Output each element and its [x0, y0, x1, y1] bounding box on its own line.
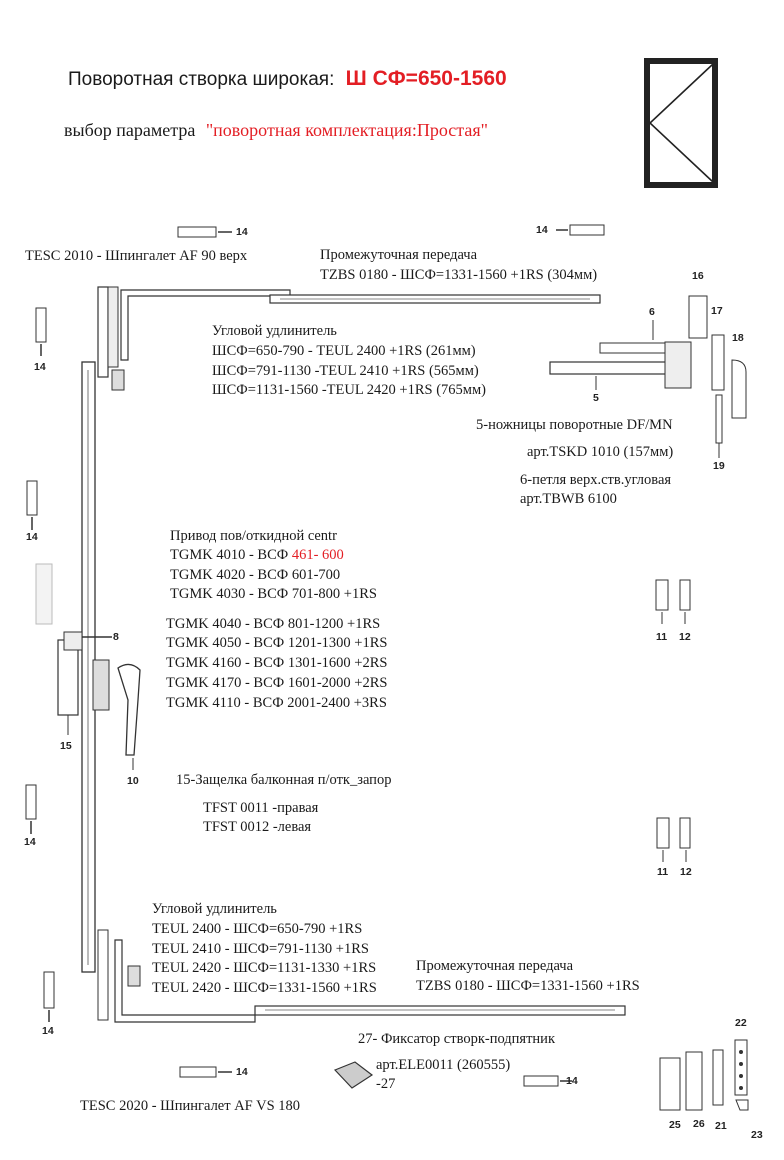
label-corner-2: ШСФ=791-1130 -TEUL 2410 +1RS (565мм)	[212, 363, 479, 379]
part-number-10: 10	[127, 775, 139, 787]
part-number-14: 14	[236, 226, 248, 238]
part-number-14: 14	[24, 836, 36, 848]
sash-fixer	[333, 1061, 374, 1089]
part-number-11: 11	[657, 866, 669, 878]
label-bcorner-1: TEUL 2400 - ШСФ=650-790 +1RS	[152, 921, 363, 937]
drive-1-value: 461- 600	[291, 547, 344, 563]
label-bcorner-3: TEUL 2420 - ШСФ=1131-1330 +1RS	[152, 960, 377, 976]
label-drive-2: TGMK 4020 - ВСФ 601-700	[170, 567, 341, 583]
label-scissors-art: арт.TSKD 1010 (157мм)	[527, 444, 674, 460]
label-drive-title: Привод пов/откидной centr	[170, 528, 337, 544]
label-drive-4: TGMK 4040 - ВСФ 801-1200 +1RS	[166, 616, 381, 632]
label-bcorner-title: Угловой удлинитель	[152, 901, 277, 917]
part-number-26: 26	[693, 1118, 705, 1130]
part-number-14: 14	[536, 224, 548, 236]
title-value: Ш СФ=650-1560	[345, 67, 507, 90]
part-number-14: 14	[236, 1066, 248, 1078]
param-prefix: выбор параметра	[64, 120, 196, 140]
part-number-23: 23	[751, 1129, 763, 1141]
label-fixer-title: 27- Фиксатор створк-подпятник	[358, 1031, 555, 1047]
label-hinge-art: арт.TBWB 6100	[520, 491, 617, 507]
main-rail	[81, 361, 96, 973]
part-number-14: 14	[26, 531, 38, 543]
label-drive-1: TGMK 4010 - ВСФ 461- 600	[170, 546, 344, 564]
label-latch-right: TFST 0011 -правая	[203, 800, 319, 816]
param-value: "поворотная комплектация:Простая"	[205, 120, 488, 140]
part-number-14: 14	[566, 1075, 578, 1087]
label-drive-5: TGMK 4050 - ВСФ 1201-1300 +1RS	[166, 635, 388, 651]
label-bcorner-2: TEUL 2410 - ШСФ=791-1130 +1RS	[152, 941, 369, 957]
param-line: выбор параметра "поворотная комплектация…	[64, 118, 488, 142]
part-number-16: 16	[692, 270, 704, 282]
label-inter-title: Промежуточная передача	[320, 247, 478, 263]
part-number-19: 19	[713, 460, 725, 472]
part-number-5: 5	[593, 392, 599, 404]
part-number-12: 12	[680, 866, 692, 878]
part-number-17: 17	[711, 305, 723, 317]
label-bcorner-4: TEUL 2420 - ШСФ=1331-1560 +1RS	[152, 980, 377, 996]
part-number-8: 8	[113, 631, 119, 643]
label-corner-3: ШСФ=1131-1560 -TEUL 2420 +1RS (765мм)	[212, 382, 486, 398]
part-number-18: 18	[732, 332, 744, 344]
title-prefix: Поворотная створка широкая:	[68, 69, 335, 90]
label-drive-3: TGMK 4030 - ВСФ 701-800 +1RS	[170, 586, 377, 602]
label-fixer-num: -27	[376, 1076, 396, 1092]
label-corner-1: ШСФ=650-790 - TEUL 2400 +1RS (261мм)	[212, 343, 476, 359]
label-tesc2020: TESC 2020 - Шпингалет AF VS 180	[80, 1098, 301, 1114]
label-drive-8: TGMK 4110 - ВСФ 2001-2400 +3RS	[166, 695, 387, 711]
window-handle	[117, 663, 141, 756]
part-number-22: 22	[735, 1017, 747, 1029]
label-fixer-art: арт.ELE0011 (260555)	[376, 1057, 511, 1073]
top-intermediate-bar	[269, 294, 601, 304]
page-title: Поворотная створка широкая: Ш СФ=650-156…	[68, 67, 507, 92]
label-tesc2010: TESC 2010 - Шпингалет AF 90 верх	[25, 248, 248, 264]
part-number-11: 11	[656, 631, 668, 643]
label-corner-title: Угловой удлинитель	[212, 323, 337, 339]
part-number-25: 25	[669, 1119, 681, 1131]
label-scissors: 5-ножницы поворотные DF/MN	[476, 417, 673, 433]
label-binter-line: TZBS 0180 - ШСФ=1331-1560 +1RS	[416, 978, 640, 994]
label-latch-title: 15-Защелка балконная п/отк_запор	[176, 772, 392, 788]
part-number-15: 15	[60, 740, 72, 752]
label-hinge: 6-петля верх.ств.угловая	[520, 472, 672, 488]
label-drive-7: TGMK 4170 - ВСФ 1601-2000 +2RS	[166, 675, 388, 691]
part-number-21: 21	[715, 1120, 727, 1132]
label-drive-6: TGMK 4160 - ВСФ 1301-1600 +2RS	[166, 655, 388, 671]
drive-1-prefix: TGMK 4010 - ВСФ	[170, 547, 289, 563]
scissors-arm	[549, 361, 681, 375]
bottom-intermediate-bar	[254, 1005, 626, 1016]
label-inter-line: TZBS 0180 - ШСФ=1331-1560 +1RS (304мм)	[320, 267, 598, 283]
balcony-latch	[57, 639, 79, 716]
part-number-12: 12	[679, 631, 691, 643]
part-number-14: 14	[42, 1025, 54, 1037]
part-number-6: 6	[649, 306, 655, 318]
sash-icon	[644, 58, 718, 188]
label-latch-left: TFST 0012 -левая	[203, 819, 312, 835]
part-number-14: 14	[34, 361, 46, 373]
label-binter-title: Промежуточная передача	[416, 958, 574, 974]
